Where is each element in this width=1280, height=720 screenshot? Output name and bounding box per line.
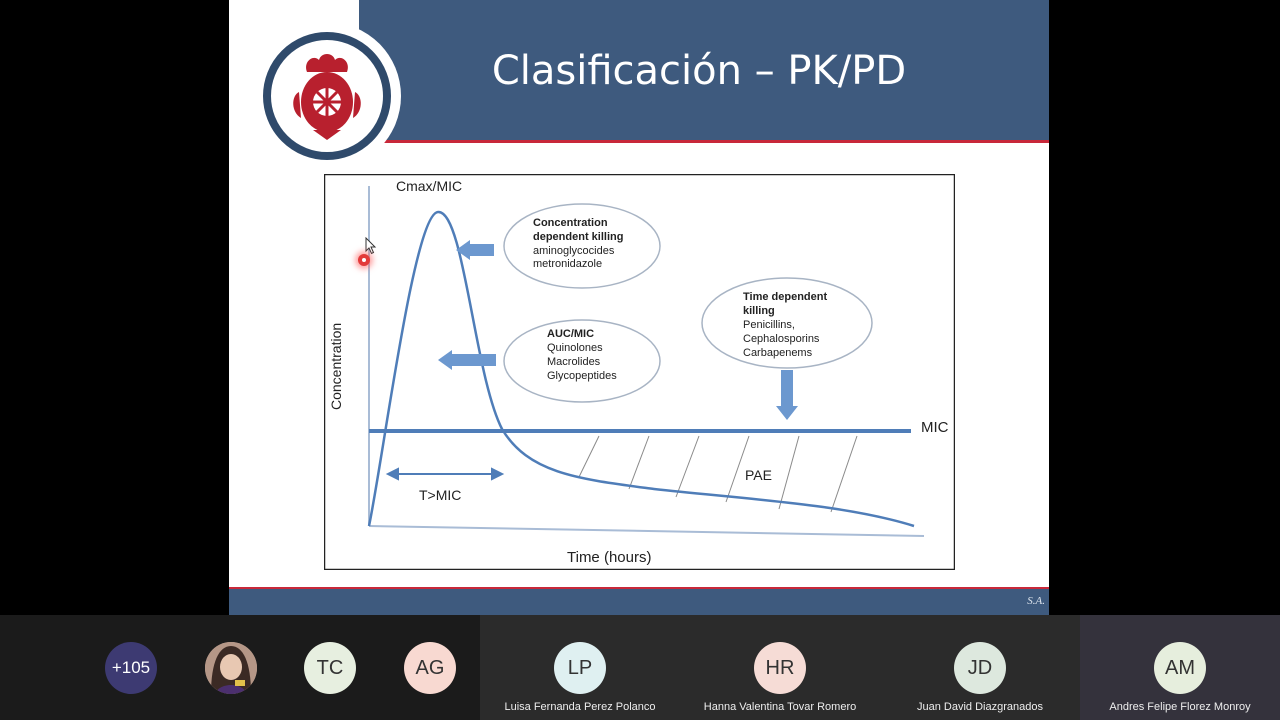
avatar-photo — [205, 642, 257, 694]
university-logo — [263, 32, 391, 160]
pae-label: PAE — [745, 467, 772, 483]
y-top-label: Cmax/MIC — [396, 178, 462, 194]
tmic-label: T>MIC — [419, 487, 461, 503]
avatar-initials: AG — [404, 642, 456, 694]
x-axis-label: Time (hours) — [567, 549, 651, 566]
slide-header-bar — [349, 0, 1049, 143]
concentration-killing-bubble — [503, 203, 661, 289]
pae-hatching — [578, 435, 858, 513]
pkpd-diagram: Cmax/MIC Concentration Time (hours) MIC … — [324, 174, 955, 570]
participant-overflow-tile[interactable]: +105 — [80, 615, 180, 720]
avatar-initials: AM — [1154, 642, 1206, 694]
arrow-concentration — [456, 240, 494, 260]
auc-mic-bubble — [503, 319, 661, 403]
participant-tile-ag[interactable]: AG — [380, 615, 480, 720]
time-box-line3: Carbapenems — [743, 347, 813, 359]
time-box-title1: Time dependent — [743, 291, 827, 303]
participant-tile-am[interactable]: AM Andres Felipe Florez Monroy — [1080, 615, 1280, 720]
mic-label: MIC — [921, 419, 949, 436]
participant-tile-tc[interactable]: TC — [280, 615, 380, 720]
overflow-count-badge[interactable]: +105 — [105, 642, 157, 694]
conc-box-line1: aminoglycocides — [533, 245, 615, 257]
time-box-title2: killing — [743, 305, 775, 317]
arrow-time — [776, 370, 798, 420]
avatar-initials: LP — [554, 642, 606, 694]
auc-box-title: AUC/MIC — [547, 328, 594, 340]
participant-tile-jd[interactable]: JD Juan David Diazgranados — [880, 615, 1080, 720]
auc-box-line3: Glycopeptides — [547, 370, 617, 382]
avatar-initials: TC — [304, 642, 356, 694]
conc-box-line2: metronidazole — [533, 258, 602, 270]
shared-screen: Clasificación – PK/PD — [229, 0, 1049, 615]
tmic-arrow — [385, 467, 505, 481]
participant-name: Andres Felipe Florez Monroy — [1109, 701, 1251, 713]
arrow-auc — [438, 350, 496, 370]
participant-strip: +105 TC AG LP Luisa Fernanda Perez Polan… — [0, 615, 1280, 720]
concentration-curve — [367, 210, 915, 528]
time-killing-bubble — [701, 277, 873, 369]
time-box-line1: Penicillins, — [743, 319, 795, 331]
conc-box-title1: Concentration — [533, 217, 608, 229]
participant-name: Hanna Valentina Tovar Romero — [703, 701, 857, 713]
participant-tile-lp[interactable]: LP Luisa Fernanda Perez Polanco — [480, 615, 680, 720]
y-axis-label: Concentration — [328, 323, 344, 410]
conc-box-title2: dependent killing — [533, 231, 623, 243]
time-box-line2: Cephalosporins — [743, 333, 820, 345]
participant-tile-photo[interactable] — [180, 615, 280, 720]
participant-name: Luisa Fernanda Perez Polanco — [504, 701, 656, 713]
slide-footer-bar: S.A. — [229, 587, 1049, 615]
laser-pointer-icon — [358, 254, 370, 266]
mouse-pointer-icon — [365, 237, 377, 255]
participant-name: Juan David Diazgranados — [917, 701, 1043, 713]
participant-tile-hr[interactable]: HR Hanna Valentina Tovar Romero — [680, 615, 880, 720]
auc-box-line1: Quinolones — [547, 342, 603, 354]
footer-signature: S.A. — [1027, 595, 1045, 607]
x-axis — [368, 525, 925, 537]
auc-box-line2: Macrolides — [547, 356, 601, 368]
slide-title: Clasificación – PK/PD — [491, 48, 907, 94]
avatar-initials: HR — [754, 642, 806, 694]
avatar-initials: JD — [954, 642, 1006, 694]
